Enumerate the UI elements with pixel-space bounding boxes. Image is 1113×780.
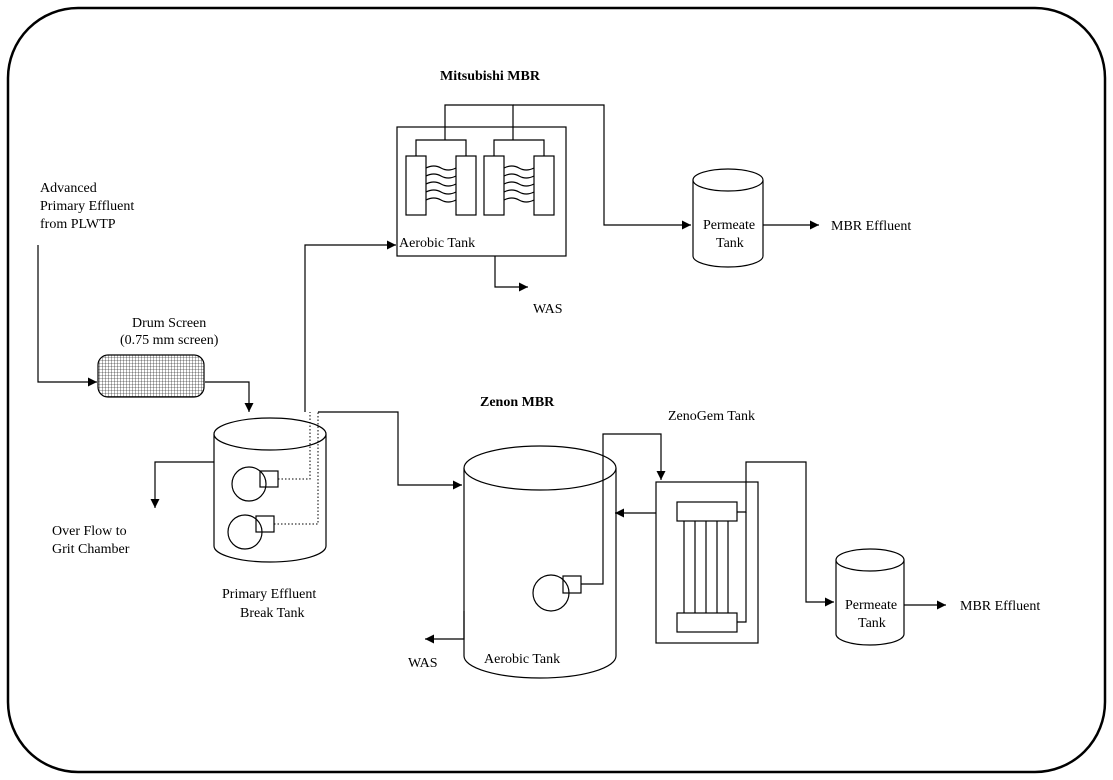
- pump2-dotted-line: [274, 412, 319, 525]
- mitsubishi-permeate-tank: [692, 168, 764, 268]
- feed-to-zenon-line: [318, 411, 462, 490]
- feed-to-mitsubishi-line: [304, 240, 396, 412]
- svg-text:from PLWTP: from PLWTP: [40, 217, 116, 232]
- mitsubishi-was-line: [494, 256, 528, 292]
- zenon-was-label: WAS: [408, 656, 438, 671]
- break-pump-1-icon: [231, 466, 267, 502]
- zenon-mbr-title: Zenon MBR: [480, 395, 555, 410]
- mitsubishi-permeate-label-1: Permeate: [703, 218, 755, 233]
- primary-effluent-break-tank: [213, 417, 327, 563]
- screen-to-break-line: [205, 381, 254, 412]
- mitsubishi-aerobic-tank-label: Aerobic Tank: [399, 236, 475, 251]
- overflow-label-2: Grit Chamber: [52, 542, 130, 557]
- zenon-feed-line: [581, 433, 666, 585]
- zenon-permeate-label-2: Tank: [858, 616, 886, 631]
- overflow-label-1: Over Flow to: [52, 524, 127, 539]
- break-tank-label-2: Break Tank: [240, 606, 304, 621]
- drum-screen-size-label: (0.75 mm screen): [120, 333, 219, 348]
- zenon-aerobic-tank-label: Aerobic Tank: [484, 652, 560, 667]
- mitsubishi-was-label: WAS: [533, 302, 563, 317]
- influent-label: Advanced Primary Effluent from PLWTP: [40, 181, 134, 232]
- influent-line: [37, 245, 97, 387]
- zenon-permeate-label-1: Permeate: [845, 598, 897, 613]
- mitsubishi-permeate-label-2: Tank: [716, 236, 744, 251]
- mitsubishi-effluent-label: MBR Effluent: [831, 219, 911, 234]
- pump1-dotted-line: [278, 412, 311, 480]
- diagram-frame: [6, 6, 1107, 774]
- overflow-line: [150, 461, 214, 508]
- zenogem-tank-label: ZenoGem Tank: [668, 409, 755, 424]
- mitsubishi-mbr-title: Mitsubishi MBR: [440, 69, 541, 84]
- drum-screen-label: Drum Screen: [132, 316, 206, 331]
- mitsubishi-membrane-modules: [405, 104, 555, 216]
- mitsubishi-permeate-line: [513, 104, 691, 230]
- zenon-aerobic-tank: [463, 445, 617, 679]
- drum-screen: [97, 354, 205, 398]
- zenon-effluent-label: MBR Effluent: [960, 599, 1040, 614]
- svg-text:Advanced: Advanced: [40, 181, 97, 196]
- zenon-membrane-module: [676, 461, 834, 633]
- zenon-permeate-tank: [835, 548, 905, 646]
- svg-text:Primary Effluent: Primary Effluent: [40, 199, 134, 214]
- zenon-was-line: [425, 611, 465, 644]
- break-tank-label-1: Primary Effluent: [222, 587, 316, 602]
